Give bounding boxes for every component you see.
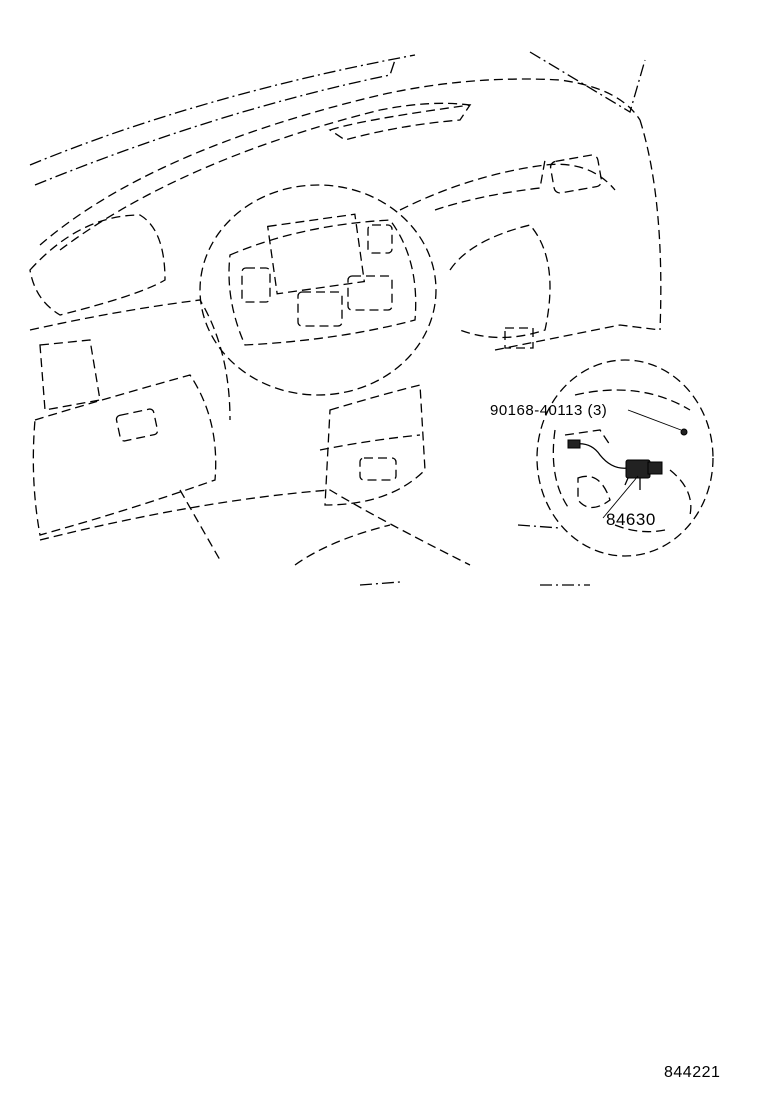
wheel-hub (577, 475, 611, 509)
climate-unit (347, 275, 393, 311)
column-switch-housing (504, 327, 534, 349)
leader-line-switch (602, 475, 639, 519)
steering-column (449, 224, 551, 339)
dash-right-edge (639, 119, 662, 331)
switch-bracket (624, 477, 641, 490)
lower-console (324, 384, 426, 506)
wheel-rim-upper (574, 389, 691, 411)
center-panel (228, 219, 417, 346)
part-number-label: 90168-40113 (3) (490, 402, 608, 419)
windshield-inner-edge (34, 59, 396, 186)
leader-line-bolt (627, 409, 682, 431)
windshield-edge (29, 54, 416, 166)
floor-line (39, 489, 471, 566)
glovebox-outline (32, 374, 217, 536)
meter-hood-inner (434, 159, 546, 211)
wheel-rim-left (552, 429, 571, 511)
center-cluster-outline (199, 184, 437, 396)
detail-circle (536, 359, 714, 557)
console-base (294, 524, 391, 566)
console-pocket (359, 457, 397, 481)
switch-wire (569, 443, 629, 469)
meter-hood (399, 163, 616, 211)
switch-connector (567, 439, 581, 449)
detail-reference-line (359, 524, 590, 586)
switch-knob (647, 461, 663, 475)
left-center-vent (241, 267, 271, 303)
console-tray (319, 434, 421, 451)
dash-top-inner (59, 102, 471, 251)
a-pillar (529, 51, 646, 113)
wheel-lower (614, 524, 666, 533)
left-dash-panel (39, 339, 101, 411)
defroster-vent (328, 104, 472, 141)
left-vent (29, 214, 166, 316)
left-floor (179, 489, 221, 561)
right-center-vent (367, 224, 393, 254)
glovebox-handle (115, 408, 159, 442)
audio-unit (297, 291, 343, 327)
dash-top-curve (39, 78, 641, 246)
display-screen (266, 213, 366, 295)
left-dash-lower (29, 299, 231, 421)
wheel-spoke (564, 429, 611, 446)
part-number-label: 84630 (606, 510, 656, 529)
wheel-right (669, 469, 692, 516)
diagram-code-label: 844221 (664, 1064, 721, 1081)
right-side-vent (549, 154, 603, 194)
switch-body (625, 459, 651, 479)
dash-right-lower (494, 324, 661, 351)
mounting-screw (680, 428, 688, 436)
